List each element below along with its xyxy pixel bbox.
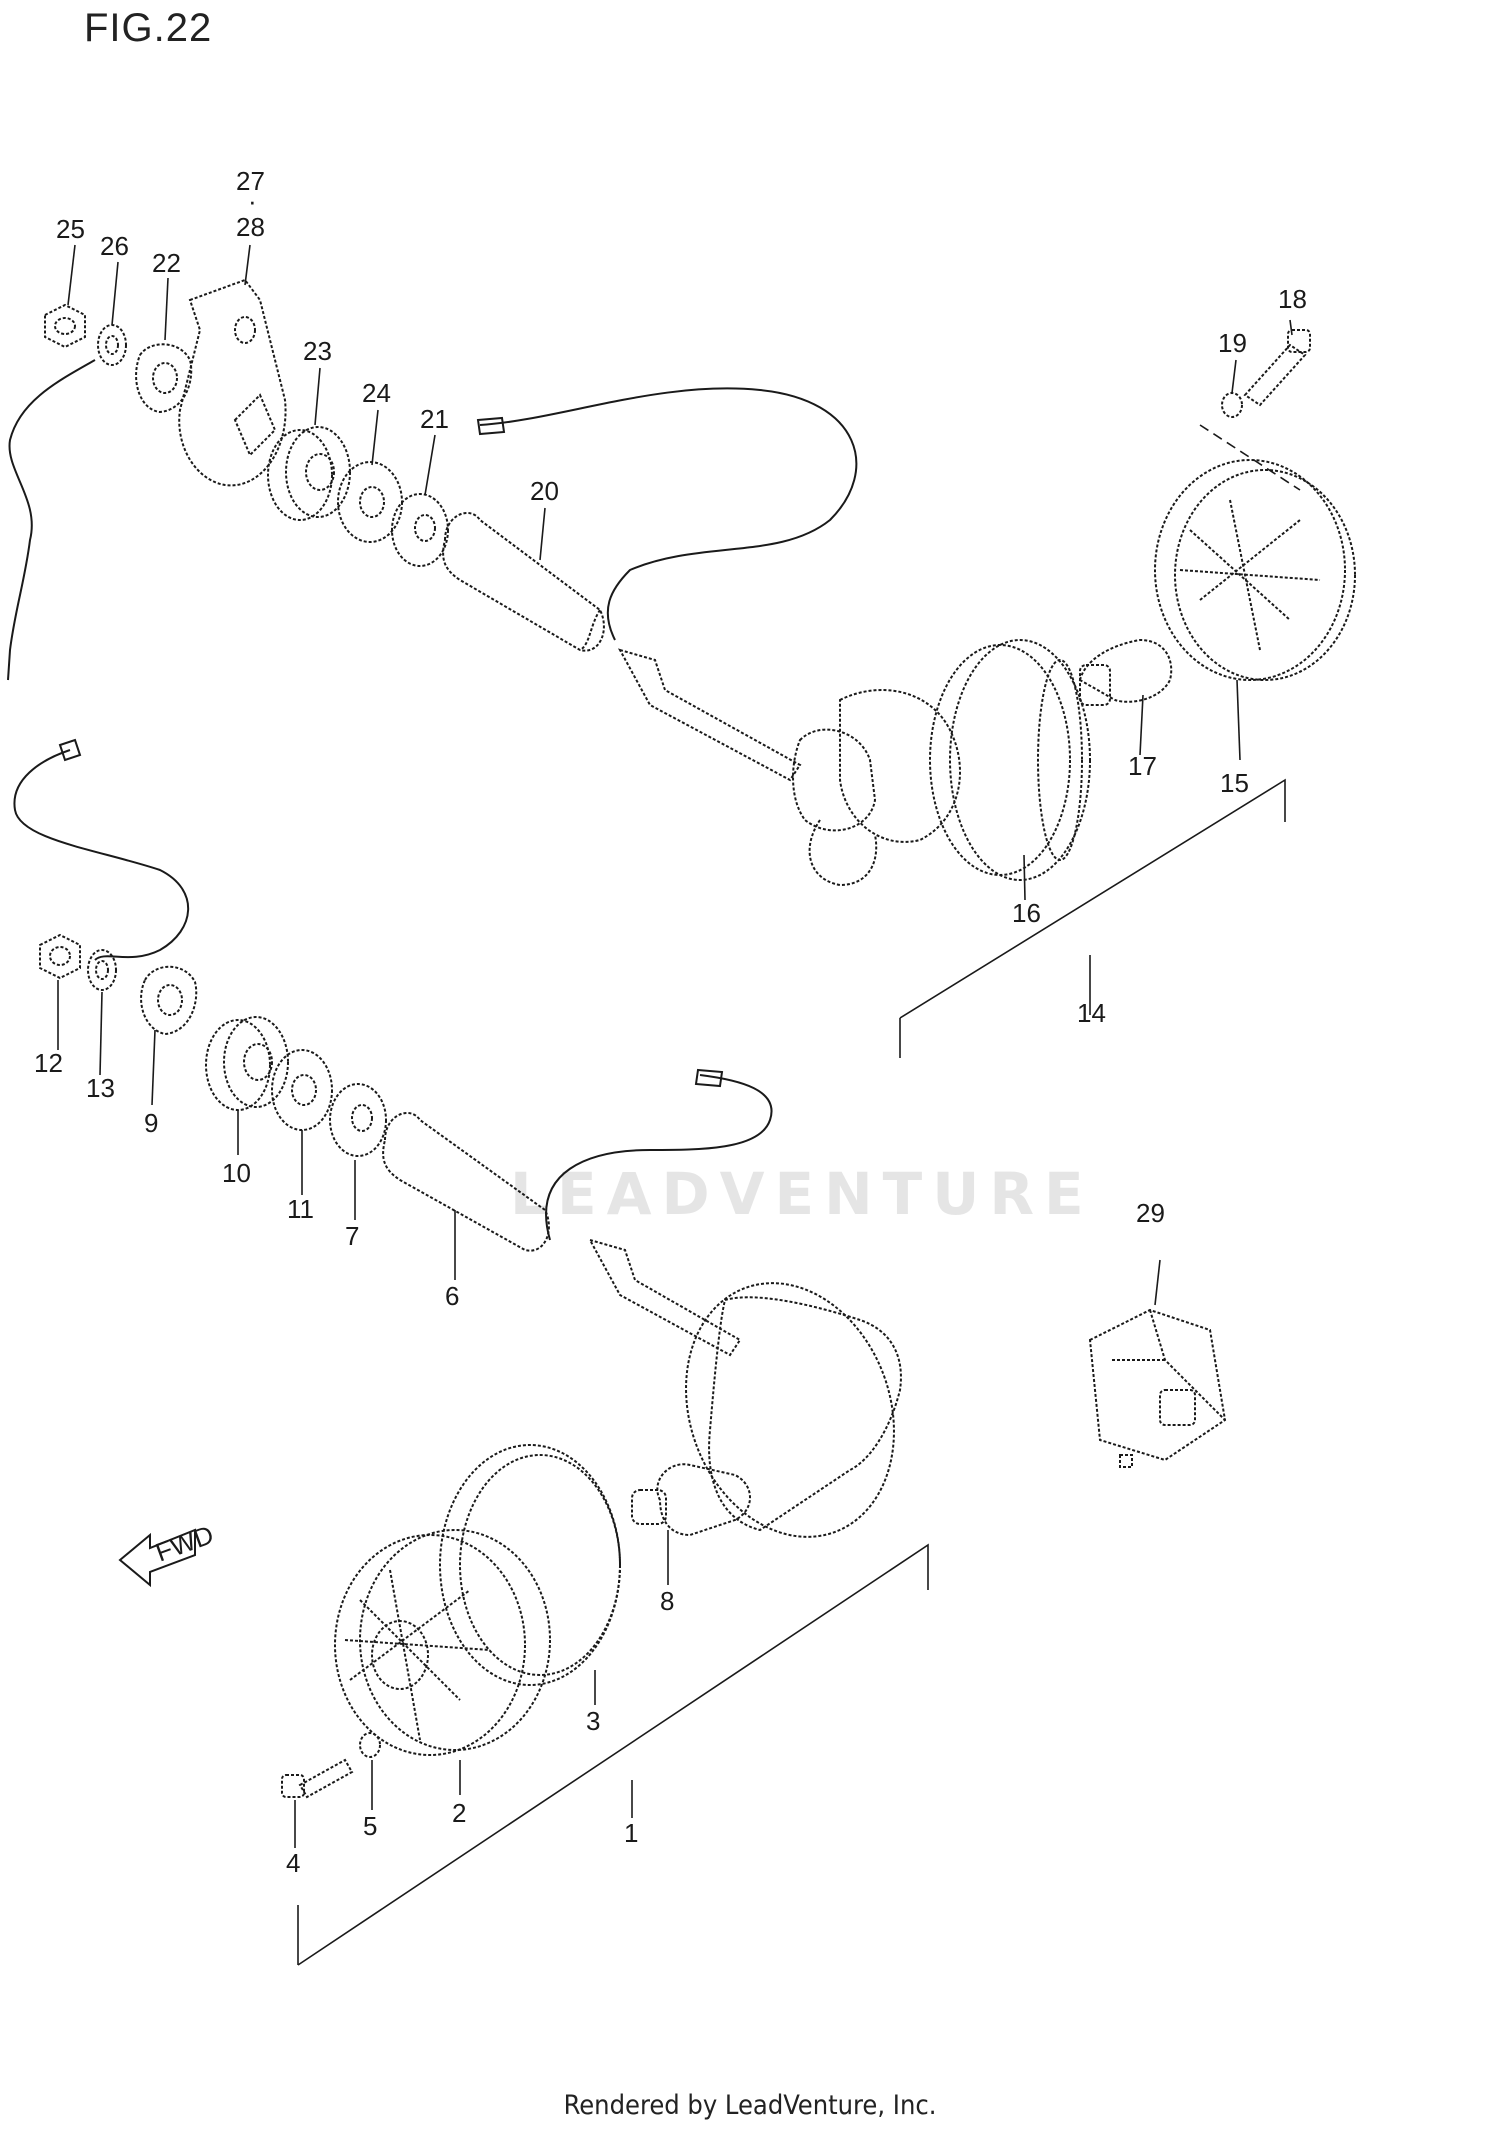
callout-25: 25: [56, 214, 85, 244]
terminal-13: [87, 949, 117, 991]
screw-4: [281, 1758, 354, 1799]
relay-29: [1088, 1308, 1227, 1468]
leader-lines: [57, 244, 1293, 1966]
callout-1: 1: [624, 1818, 638, 1848]
grommet-10: [205, 1016, 289, 1111]
wire-lower: [545, 1074, 773, 1241]
stem-6: [382, 1111, 550, 1252]
nut-12: [39, 933, 81, 980]
stem-20: [442, 511, 605, 652]
washer-19: [1221, 392, 1243, 418]
wire-lower-left: [13, 749, 190, 961]
housing-rod-lower: [587, 1238, 902, 1538]
callout-19: 19: [1218, 328, 1247, 358]
washer-7: [329, 1083, 387, 1157]
callout-12: 12: [34, 1048, 63, 1078]
figure-title: FIG.22: [84, 6, 213, 50]
cushion-22: [135, 343, 193, 414]
screw-18: [1243, 329, 1311, 407]
callout-8: 8: [660, 1586, 674, 1616]
callout-29: 29: [1136, 1198, 1165, 1228]
callout-4: 4: [286, 1848, 300, 1878]
callout-14: 14: [1077, 998, 1106, 1028]
callout-13: 13: [86, 1073, 115, 1103]
housing-16: [617, 639, 1091, 887]
callout-28: 28: [236, 212, 265, 242]
bulb-8: [631, 1463, 751, 1537]
grommet-23: [267, 426, 351, 521]
gasket-3: [439, 1444, 621, 1686]
lens-2: [334, 1529, 551, 1756]
washer-21: [391, 493, 449, 567]
bracket-27-28: [178, 278, 287, 487]
callout-24: 24: [362, 378, 391, 408]
callout-10: 10: [222, 1158, 251, 1188]
callout-21: 21: [420, 404, 449, 434]
callout-27: 27: [236, 166, 265, 196]
nut-25: [44, 303, 86, 349]
callout-20: 20: [530, 476, 559, 506]
callout-3: 3: [586, 1706, 600, 1736]
callout-18: 18: [1278, 284, 1307, 314]
watermark: LEADVENTURE: [510, 1160, 1094, 1228]
fwd-label: FWD: [152, 1519, 218, 1567]
lens-15: [1154, 459, 1356, 681]
callout-11: 11: [287, 1194, 314, 1224]
callout-22: 22: [152, 248, 181, 278]
callout-labels: 25 26 22 27 · 28 23 24 21 20 19 18 17 15…: [34, 166, 1307, 1878]
footer-credit: Rendered by LeadVenture, Inc.: [563, 2090, 937, 2121]
callout-15: 15: [1220, 768, 1249, 798]
washer-5: [359, 1732, 381, 1758]
callout-17: 17: [1128, 751, 1157, 781]
wire-upper-left: [7, 359, 96, 681]
callout-7: 7: [345, 1221, 359, 1251]
callout-separator-dot: ·: [248, 186, 257, 216]
washer-11: [271, 1049, 333, 1131]
callout-6: 6: [445, 1281, 459, 1311]
wire-upper: [479, 387, 858, 641]
bulb-17: [1078, 638, 1173, 706]
callout-23: 23: [303, 336, 332, 366]
callout-26: 26: [100, 231, 129, 261]
cushion-9: [140, 965, 198, 1036]
callout-2: 2: [452, 1798, 466, 1828]
callout-16: 16: [1012, 898, 1041, 928]
terminal-26: [97, 324, 127, 366]
fwd-arrow-icon: FWD: [118, 1519, 218, 1588]
callout-9: 9: [144, 1108, 158, 1138]
callout-5: 5: [363, 1811, 377, 1841]
